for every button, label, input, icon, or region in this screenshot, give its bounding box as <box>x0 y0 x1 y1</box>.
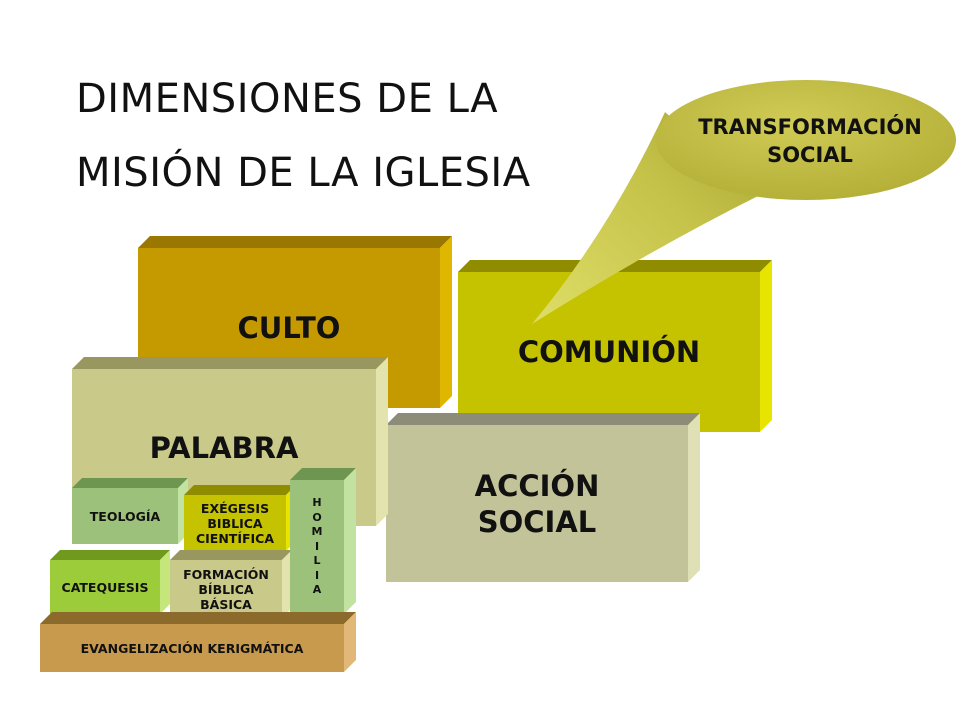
formacion-block <box>170 550 292 618</box>
title-line-2: MISIÓN DE LA IGLESIA <box>76 150 531 196</box>
accion-social-label: ACCIÓN SOCIAL <box>386 462 688 546</box>
catequesis-label: CATEQUESIS <box>50 560 160 614</box>
homilia-letter: H <box>312 496 322 510</box>
homilia-letter: O <box>312 510 322 524</box>
homilia-letter: I <box>314 539 320 553</box>
callout-line-1: TRANSFORMACIÓN <box>698 115 922 139</box>
exegesis-line-1: EXÉGESIS <box>200 500 270 516</box>
formacion-label: FORMACIÓN BÍBLICA BÁSICA <box>170 560 282 618</box>
formacion-line-2: BÍBLICA <box>198 581 254 597</box>
teologia-label: TEOLOGÍA <box>72 488 178 544</box>
exegesis-label: EXÉGESIS BIBLICA CIENTÍFICA <box>184 495 286 551</box>
catequesis-text: CATEQUESIS <box>61 579 149 595</box>
comunion-text: COMUNIÓN <box>517 335 701 369</box>
accion-social-line-1: ACCIÓN <box>474 469 600 503</box>
homilia-letter: A <box>312 583 322 597</box>
evangelizacion-label: EVANGELIZACIÓN KERIGMÁTICA <box>40 624 344 672</box>
formacion-line-1: FORMACIÓN <box>183 566 269 582</box>
homilia-label: H O M I L I A <box>290 480 344 614</box>
callout-line-2: SOCIAL <box>767 143 853 167</box>
callout-ellipse <box>656 80 956 200</box>
callout-label: TRANSFORMACIÓN SOCIAL <box>680 110 940 172</box>
homilia-block <box>290 468 356 614</box>
accion-social-block <box>386 413 700 582</box>
formacion-line-3: BÁSICA <box>200 596 252 612</box>
title-line-1: DIMENSIONES DE LA <box>76 76 499 122</box>
evangelizacion-text: EVANGELIZACIÓN KERIGMÁTICA <box>80 640 304 656</box>
exegesis-line-3: CIENTÍFICA <box>195 530 275 546</box>
culto-label: CULTO <box>138 248 440 408</box>
homilia-letter: I <box>314 568 320 582</box>
comunion-label: COMUNIÓN <box>458 272 760 432</box>
teologia-text: TEOLOGÍA <box>89 508 161 524</box>
comunion-block <box>458 260 772 432</box>
palabra-label: PALABRA <box>72 418 376 478</box>
exegesis-block <box>184 485 296 551</box>
culto-text: CULTO <box>237 311 341 345</box>
homilia-letter: M <box>311 525 323 539</box>
homilia-letter: L <box>313 554 321 568</box>
accion-social-line-2: SOCIAL <box>477 505 597 539</box>
palabra-text: PALABRA <box>149 431 299 465</box>
catequesis-block <box>50 550 170 614</box>
exegesis-line-2: BIBLICA <box>207 515 263 531</box>
evangelizacion-block <box>40 612 356 672</box>
